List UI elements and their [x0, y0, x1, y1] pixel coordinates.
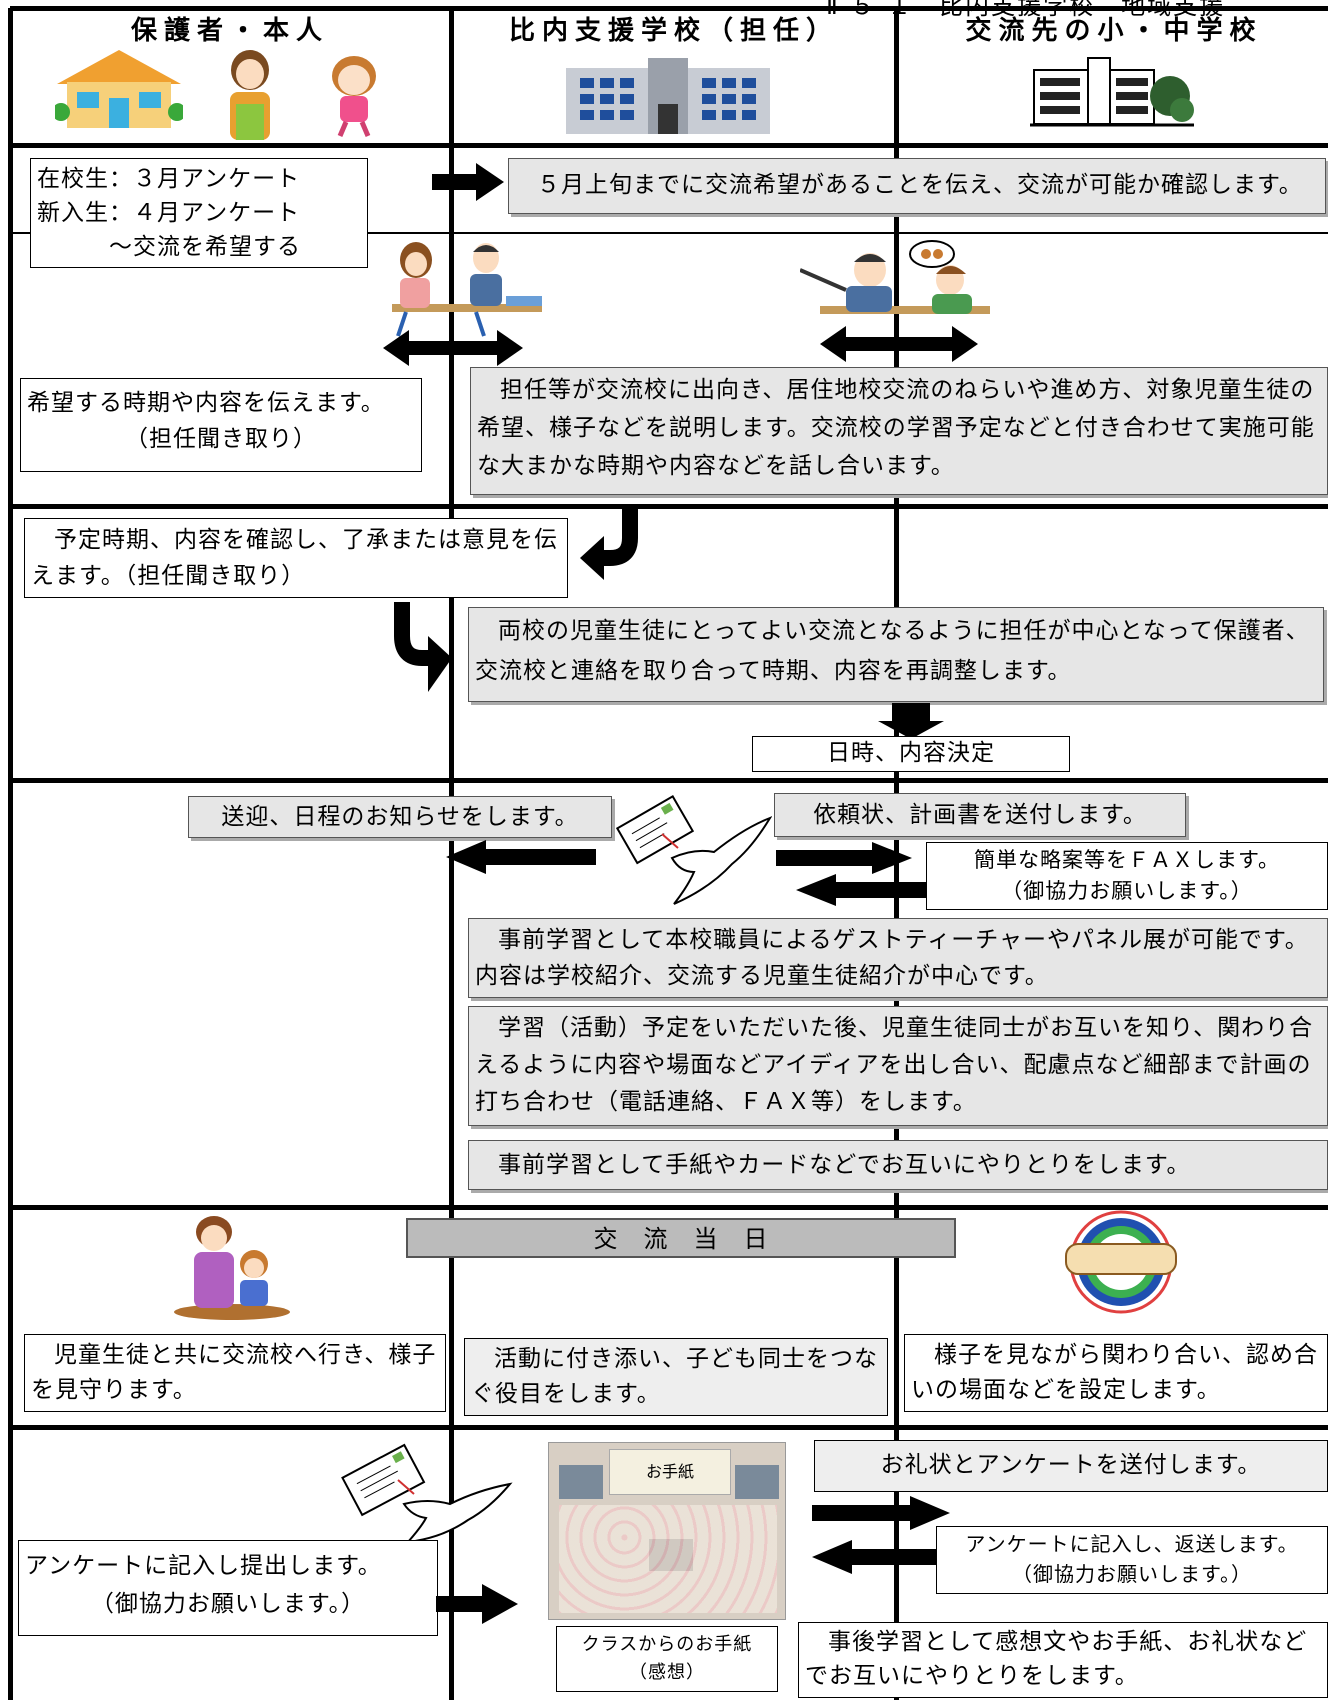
readjust-text: 両校の児童生徒にとってよい交流となるように担任が中心となって保護者、交流校と連絡…: [475, 618, 1310, 684]
header-parents: 保護者・本人: [130, 16, 329, 46]
post-learning-box: 事後学習として感想文やお手紙、お礼状などでお互いにやりとりをします。: [798, 1622, 1328, 1698]
letter-exchange-text: 事前学習として手紙やカードなどでお互いにやりとりをします。: [498, 1152, 1191, 1178]
house-icon: [55, 50, 183, 128]
guest-teacher-text: 事前学習として本校職員によるゲストティーチャーやパネル展が可能です。内容は学校紹…: [475, 927, 1309, 989]
parent-survey-submit-box: アンケートに記入し提出します。 （御協力お願いします。）: [18, 1540, 438, 1636]
class-letter-photo: お手紙: [548, 1442, 786, 1620]
header-partner: 交流先の小・中学校: [965, 16, 1263, 46]
photo-image-left: [559, 1465, 603, 1499]
parent-survey-box: 在校生：３月アンケート 新入生：４月アンケート ～交流を希望する: [30, 158, 368, 268]
mother-child-icon: [174, 1216, 290, 1320]
survey-line-2: 新入生：４月アンケート: [37, 200, 301, 226]
survey-return-line-2: （御協力お願いします。）: [1012, 1562, 1252, 1586]
survey-return-line-1: アンケートに記入し、返送します。: [965, 1532, 1299, 1556]
post-learning-text: 事後学習として感想文やお手紙、お礼状などでお互いにやりとりをします。: [805, 1629, 1308, 1689]
row-divider-4: [10, 778, 1328, 783]
planning-box: 学習（活動）予定をいただいた後、児童生徒同士がお互いを知り、関わり合えるように内…: [468, 1006, 1328, 1126]
survey-line-1: 在校生：３月アンケート: [37, 166, 301, 192]
caption-line-1: クラスからのお手紙: [581, 1634, 753, 1655]
header-school: 比内支援学校（担任）: [508, 16, 839, 46]
wish-line-1: 希望する時期や内容を伝えます。: [27, 390, 385, 416]
wish-line-2: （担任聞き取り）: [125, 426, 317, 452]
school-visit-text: 担任等が交流校に出向き、居住地校交流のねらいや進め方、対象児童生徒の希望、様子な…: [477, 377, 1315, 479]
survey-return-box: アンケートに記入し、返送します。 （御協力お願いします。）: [936, 1526, 1328, 1594]
letter-bird-icon: [615, 795, 772, 905]
decision-box: 日時、内容決定: [752, 736, 1070, 772]
handshake-globe-icon: [1065, 1210, 1177, 1314]
fax-line-2: （御協力お願いします。）: [1001, 879, 1253, 903]
arrow-left-survey-icon: [812, 1540, 946, 1574]
arrow-right-icon: [432, 163, 504, 201]
school-building-icon: [566, 58, 770, 134]
curved-arrow-down-icon: [394, 602, 452, 692]
parent-wish-box: 希望する時期や内容を伝えます。 （担任聞き取り）: [20, 378, 422, 472]
thanks-survey-box: お礼状とアンケートを送付します。: [814, 1440, 1328, 1492]
arrow-right-fax-icon: [776, 842, 912, 874]
divider-left: [449, 8, 454, 1700]
arrow-right-submit-icon: [436, 1584, 518, 1624]
exchange-day-title: 交 流 当 日: [406, 1218, 956, 1258]
schedule-notice-box: 送迎、日程のお知らせをします。: [188, 796, 612, 838]
partner-setting-box: 様子を見ながら関わり合い、認め合いの場面などを設定します。: [904, 1334, 1328, 1412]
fax-box: 簡単な略案等をＦＡＸします。 （御協力お願いします。）: [926, 842, 1328, 910]
row-divider-5: [10, 1205, 1328, 1210]
photo-image-right: [735, 1465, 779, 1499]
school-support-box: 活動に付き添い、子ども同士をつなぐ役目をします。: [464, 1338, 888, 1416]
double-arrow-left-icon: [383, 330, 523, 366]
guest-teacher-box: 事前学習として本校職員によるゲストティーチャーやパネル展が可能です。内容は学校紹…: [468, 918, 1328, 998]
school-visit-box: 担任等が交流校に出向き、居住地校交流のねらいや進め方、対象児童生徒の希望、様子な…: [470, 367, 1328, 495]
girl-icon: [332, 56, 376, 137]
top-border: [10, 6, 1328, 11]
parent-confirm-text: 予定時期、内容を確認し、了承または意見を伝えます。（担任聞き取り）: [31, 527, 558, 589]
arrow-right-survey-icon: [812, 1496, 950, 1530]
arrow-left-fax-icon: [796, 874, 928, 906]
double-arrow-right-icon: [820, 326, 978, 362]
partner-school-icon: [1030, 57, 1194, 127]
row-divider-1: [10, 143, 1328, 148]
letter-exchange-box: 事前学習として手紙やカードなどでお互いにやりとりをします。: [468, 1140, 1328, 1190]
school-support-text: 活動に付き添い、子ども同士をつなぐ役目をします。: [471, 1346, 878, 1407]
parent-accompany-box: 児童生徒と共に交流校へ行き、様子を見守ります。: [24, 1334, 446, 1412]
submit-line-2: （御協力お願いします。）: [90, 1591, 366, 1617]
caption-line-2: （感想）: [629, 1662, 705, 1683]
letter-bird-icon-2: [341, 1443, 513, 1544]
mother-icon: [230, 50, 270, 140]
curved-arrow-left-icon: [580, 504, 638, 580]
left-border: [8, 8, 13, 1700]
meeting-teacher-parent-icon: [392, 242, 542, 337]
planning-text: 学習（活動）予定をいただいた後、児童生徒同士がお互いを知り、関わり合えるように内…: [475, 1015, 1314, 1115]
row-divider-3: [10, 504, 1328, 509]
partner-setting-text: 様子を見ながら関わり合い、認め合いの場面などを設定します。: [911, 1342, 1318, 1403]
readjust-box: 両校の児童生徒にとってよい交流となるように担任が中心となって保護者、交流校と連絡…: [468, 607, 1324, 702]
photo-header: お手紙: [609, 1449, 731, 1495]
row-divider-2: [10, 232, 1328, 234]
parent-accompany-text: 児童生徒と共に交流校へ行き、様子を見守ります。: [31, 1342, 437, 1403]
photo-caption-box: クラスからのお手紙 （感想）: [556, 1626, 778, 1692]
request-letter-box: 依頼状、計画書を送付します。: [774, 793, 1186, 837]
photo-body: [559, 1505, 777, 1613]
survey-line-3: ～交流を希望する: [37, 234, 301, 260]
fax-line-1: 簡単な略案等をＦＡＸします。: [974, 848, 1280, 872]
meeting-teachers-icon: [800, 240, 990, 314]
parent-confirm-box: 予定時期、内容を確認し、了承または意見を伝えます。（担任聞き取り）: [24, 518, 568, 598]
arrow-down-icon: [878, 703, 944, 739]
confirm-exchange-box: ５月上旬までに交流希望があることを伝え、交流が可能か確認します。: [508, 158, 1326, 214]
row-divider-6: [10, 1425, 1328, 1430]
submit-line-1: アンケートに記入し提出します。: [25, 1553, 382, 1579]
arrow-left-icon: [446, 840, 596, 874]
